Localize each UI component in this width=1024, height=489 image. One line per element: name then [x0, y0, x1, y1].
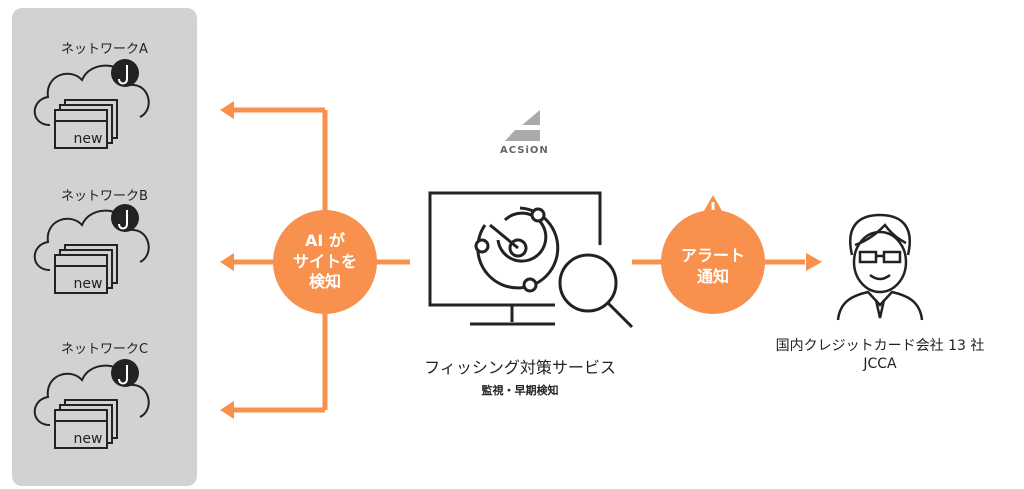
recipient-name: 国内クレジットカード会社 13 社 [775, 338, 985, 354]
monitor-radar-icon [428, 191, 634, 329]
recipient-org: JCCA [863, 356, 897, 372]
arrowheads [220, 101, 822, 419]
network-a-label: ネットワークA [61, 42, 148, 57]
acsion-logo-text: ACSiON [500, 145, 549, 156]
new-page-label: new [73, 431, 103, 447]
alert-bubble: アラート 通知 [661, 210, 765, 314]
alert-bubble-line2: 通知 [696, 267, 729, 286]
service-title: フィッシング対策サービス [424, 358, 616, 377]
ai-bubble-line3: 検知 [308, 272, 341, 292]
ai-detect-bubble: AI が サイトを 検知 [273, 210, 377, 314]
acsion-logo [505, 110, 540, 141]
ai-bubble-line2: サイトを [292, 251, 357, 271]
network-c-label: ネットワークC [60, 342, 149, 357]
new-page-label: new [73, 131, 103, 147]
network-b-label: ネットワークB [61, 189, 148, 204]
ai-bubble-line1: AI が [305, 230, 345, 250]
alert-bubble-line1: アラート [680, 246, 745, 266]
new-page-label: new [73, 276, 103, 292]
person-icon [836, 213, 924, 321]
service-subtitle: 監視・早期検知 [481, 384, 559, 397]
